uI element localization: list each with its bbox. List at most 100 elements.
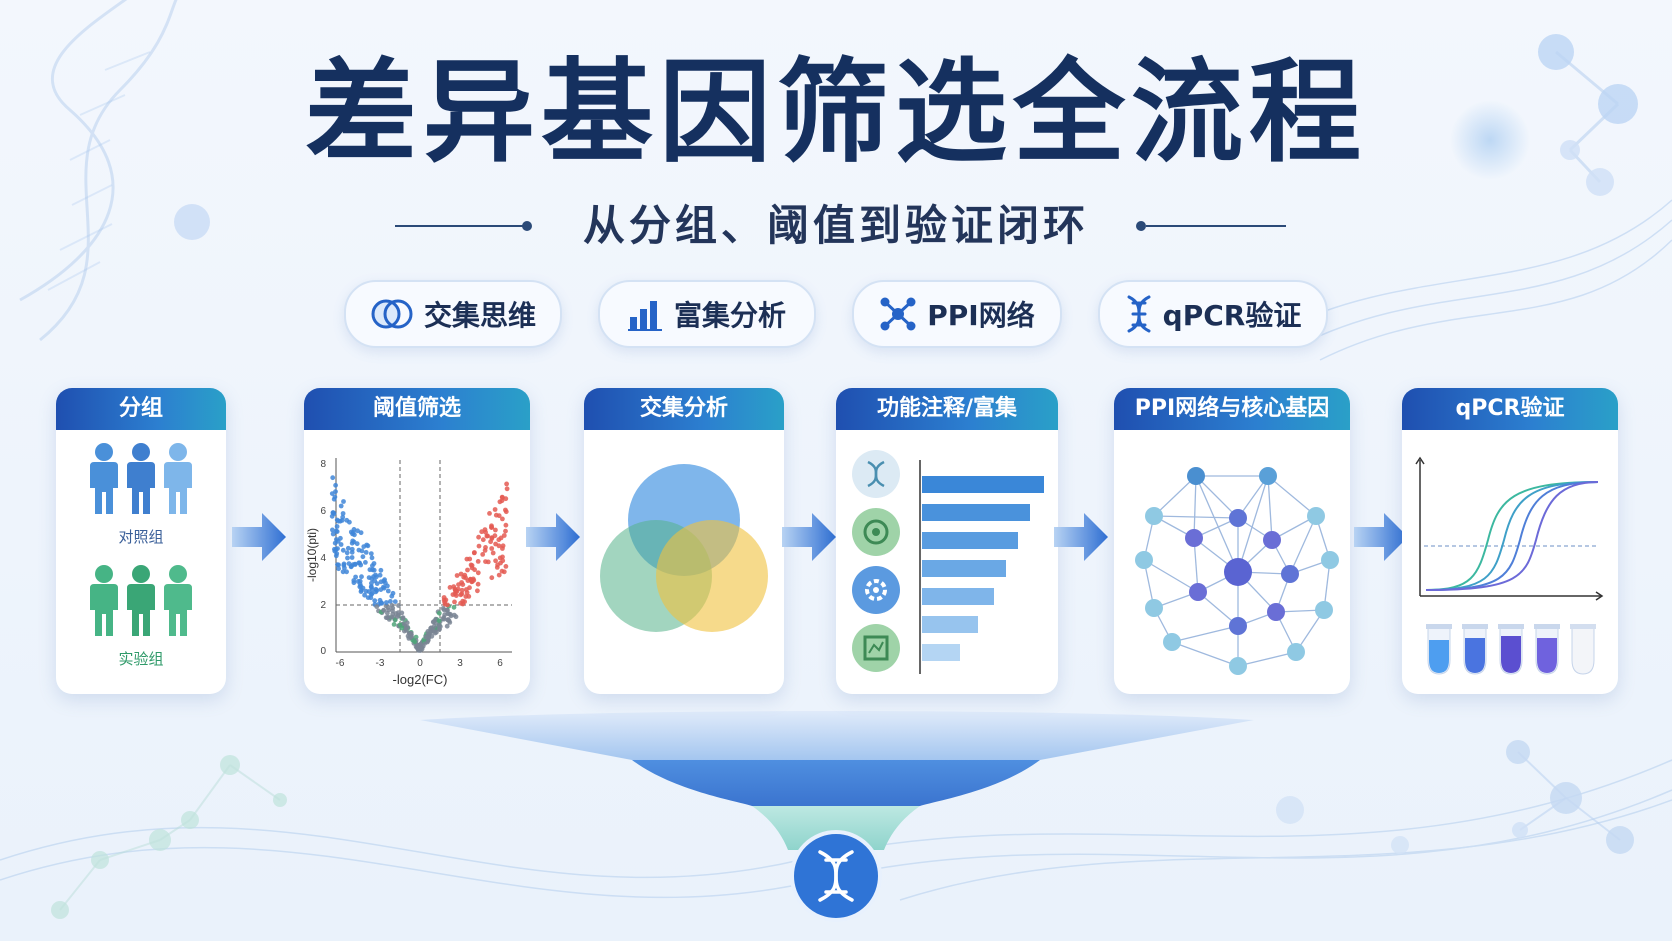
control-group-label: 对照组 xyxy=(118,528,164,546)
volcano-point xyxy=(373,572,378,578)
volcano-point xyxy=(467,556,473,562)
volcano-point xyxy=(344,550,350,556)
volcano-point xyxy=(371,567,377,573)
tag-enrichment: 富集分析 xyxy=(598,280,816,348)
tag-venn: 交集思维 xyxy=(344,280,562,348)
enrichment-bar xyxy=(922,560,1006,577)
volcano-point xyxy=(482,527,488,532)
volcano-point xyxy=(503,522,509,528)
network-edge xyxy=(1171,625,1239,643)
x-tick: -6 xyxy=(336,658,345,669)
volcano-point xyxy=(412,639,418,645)
volcano-point xyxy=(444,623,450,629)
volcano-point xyxy=(484,533,490,539)
volcano-point xyxy=(340,569,346,575)
volcano-point xyxy=(400,616,406,621)
volcano-point xyxy=(360,554,366,560)
volcano-point xyxy=(504,481,509,487)
y-tick: 0 xyxy=(320,646,326,657)
tag-ppi: PPI网络 xyxy=(852,280,1062,348)
volcano-point xyxy=(503,564,509,569)
volcano-point xyxy=(365,543,371,549)
volcano-point xyxy=(431,619,437,624)
test-tube-icon xyxy=(1462,624,1488,675)
volcano-point xyxy=(356,560,362,566)
volcano-point xyxy=(351,580,357,586)
y-tick: 4 xyxy=(320,553,326,564)
volcano-point xyxy=(458,592,464,598)
volcano-point xyxy=(341,562,347,568)
volcano-point xyxy=(466,594,472,599)
step-title: 分组 xyxy=(56,388,226,430)
volcano-point xyxy=(345,545,351,551)
volcano-point xyxy=(384,600,389,605)
volcano-point xyxy=(329,513,335,519)
network-node xyxy=(1189,583,1207,601)
volcano-point xyxy=(330,527,335,533)
volcano-point xyxy=(356,547,362,553)
tag-qpcr: qPCR验证 xyxy=(1098,280,1328,348)
network-edge xyxy=(1237,651,1297,667)
volcano-point xyxy=(459,587,465,593)
network-edge xyxy=(1289,515,1317,575)
volcano-point xyxy=(495,562,500,568)
network-node xyxy=(1281,565,1299,583)
volcano-point xyxy=(472,567,477,573)
y-axis-label: -log10(pti) xyxy=(305,528,319,582)
volcano-plot: 0 2 4 6 8 -6 -3 0 3 6 -log2(FC) -log10(p… xyxy=(305,458,512,687)
volcano-point xyxy=(482,548,488,553)
enrichment-bar xyxy=(922,476,1044,493)
x-tick: -3 xyxy=(376,658,385,669)
volcano-point xyxy=(381,607,387,613)
treatment-group-label: 实验组 xyxy=(118,650,164,668)
volcano-point xyxy=(389,614,395,620)
network-edge xyxy=(1267,475,1317,517)
y-tick: 8 xyxy=(320,459,326,470)
bar-chart-icon xyxy=(627,301,662,331)
volcano-point xyxy=(350,538,356,544)
volcano-point xyxy=(374,581,380,586)
network-node xyxy=(1145,507,1163,525)
test-tube-icon xyxy=(1534,624,1560,675)
network-node xyxy=(1229,617,1247,635)
network-edge xyxy=(1153,515,1239,519)
volcano-point xyxy=(333,482,338,488)
amplification-curve xyxy=(1425,481,1599,591)
volcano-point xyxy=(338,542,344,547)
step-card-grouping: 分组 对照组 实验组 xyxy=(56,388,226,694)
volcano-point xyxy=(383,615,389,620)
volcano-point xyxy=(392,599,398,604)
enrichment-bar xyxy=(922,616,978,633)
volcano-point xyxy=(436,626,442,632)
subtitle-left-line xyxy=(395,225,525,227)
venn-icon xyxy=(371,299,413,329)
volcano-point xyxy=(341,499,346,504)
test-tube-icon xyxy=(1570,624,1596,675)
network-node xyxy=(1229,657,1247,675)
volcano-point xyxy=(378,567,384,573)
volcano-point xyxy=(451,584,457,589)
enrichment-bar xyxy=(922,532,1018,549)
x-tick: 6 xyxy=(497,658,503,669)
volcano-point xyxy=(504,486,510,492)
volcano-point xyxy=(389,593,395,599)
volcano-point xyxy=(404,620,410,626)
volcano-point xyxy=(385,583,390,589)
amplification-curve xyxy=(1425,481,1599,591)
volcano-point xyxy=(503,507,508,513)
volcano-point xyxy=(493,558,498,564)
volcano-point xyxy=(492,507,498,512)
volcano-point xyxy=(344,517,350,523)
chip-badge-icon xyxy=(852,624,900,672)
volcano-point xyxy=(390,608,395,613)
amplification-curve xyxy=(1425,481,1599,591)
volcano-point xyxy=(366,575,372,580)
volcano-point xyxy=(423,634,429,640)
volcano-point xyxy=(359,574,364,580)
volcano-point xyxy=(445,617,451,622)
volcano-point xyxy=(415,642,421,648)
volcano-point xyxy=(335,546,340,551)
step-title: qPCR验证 xyxy=(1402,388,1618,430)
test-tube-icon xyxy=(1498,624,1524,675)
